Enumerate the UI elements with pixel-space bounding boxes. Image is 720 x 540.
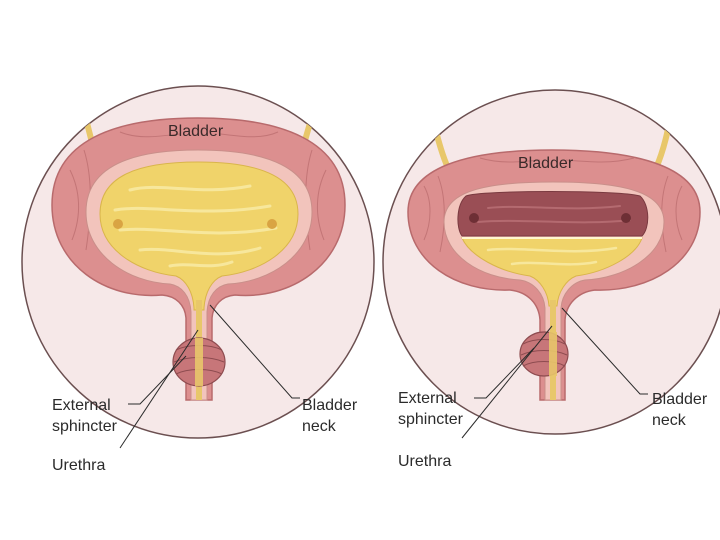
label-bladder: Bladder xyxy=(518,155,574,172)
ureter-opening-left xyxy=(113,219,123,229)
leader-bladder-neck xyxy=(209,304,300,399)
ureter-opening-right xyxy=(267,219,277,229)
label-neck-line1: Bladder xyxy=(302,397,358,414)
label-neck-line2: neck xyxy=(302,418,337,435)
external-sphincter xyxy=(519,331,569,377)
leader-urethra xyxy=(461,325,553,439)
ureter-opening-right xyxy=(621,213,631,223)
ureter-opening-left xyxy=(469,213,479,223)
dark-fluid xyxy=(457,191,649,237)
dark-fluid-ripples xyxy=(477,205,631,224)
label-urethra: Urethra xyxy=(52,457,105,474)
label-bladder: Bladder xyxy=(168,123,224,140)
label-neck-line2: neck xyxy=(652,412,687,429)
leader-urethra xyxy=(119,329,199,449)
label-external-line2: sphincter xyxy=(52,418,118,435)
figure-filled-bladder: Bladder External sphincter Urethra Bladd… xyxy=(382,89,720,470)
label-external-line1: External xyxy=(398,390,457,407)
label-urethra: Urethra xyxy=(398,453,451,470)
urine-ripples xyxy=(113,184,278,268)
urine-ripples xyxy=(486,246,618,266)
label-external-line2: sphincter xyxy=(398,411,464,428)
wall-folds xyxy=(423,157,683,253)
figure-empty-bladder: Bladder External sphincter Urethra Bladd… xyxy=(21,85,375,474)
leader-external-sphincter xyxy=(474,347,535,399)
leader-bladder-neck xyxy=(561,307,648,395)
urine xyxy=(461,237,643,307)
label-neck-line1: Bladder xyxy=(652,391,708,408)
external-sphincter xyxy=(172,337,226,387)
label-external-line1: External xyxy=(52,397,111,414)
